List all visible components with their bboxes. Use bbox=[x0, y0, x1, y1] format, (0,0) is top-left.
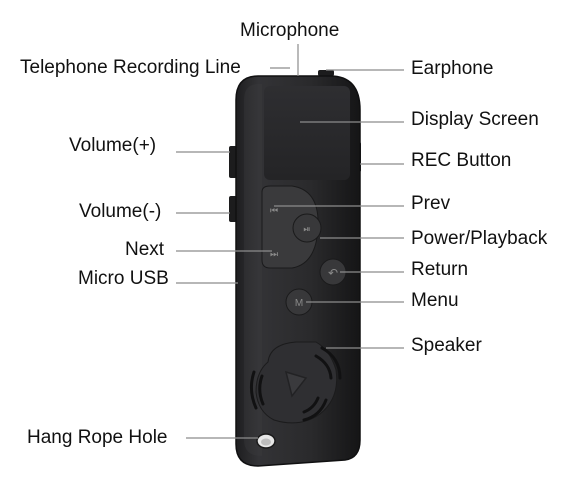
label-next: Next bbox=[125, 239, 165, 260]
label-rec-button: REC Button bbox=[411, 150, 512, 171]
body-highlight bbox=[244, 84, 262, 456]
play-pause-button[interactable] bbox=[292, 213, 322, 243]
label-menu: Menu bbox=[411, 290, 459, 311]
next-glyph: ⏭ bbox=[270, 250, 278, 260]
return-glyph: ↶ bbox=[328, 266, 338, 280]
speaker-grille bbox=[249, 341, 342, 424]
leader-lines bbox=[176, 44, 404, 439]
label-volume-down: Volume(-) bbox=[79, 201, 162, 222]
volume-up-side-button[interactable] bbox=[229, 146, 237, 178]
label-hang-rope-hole: Hang Rope Hole bbox=[27, 427, 168, 448]
play-pause-glyph: ⏯ bbox=[303, 225, 310, 235]
label-prev: Prev bbox=[411, 193, 451, 214]
label-microphone: Microphone bbox=[240, 20, 340, 41]
label-micro-usb: Micro USB bbox=[78, 268, 169, 289]
label-return: Return bbox=[411, 259, 469, 280]
label-telephone-recording-line: Telephone Recording Line bbox=[20, 57, 241, 78]
label-power-playback: Power/Playback bbox=[411, 228, 548, 249]
label-speaker: Speaker bbox=[411, 335, 482, 356]
display-screen bbox=[264, 86, 350, 180]
hang-rope-hole-inner bbox=[261, 438, 271, 446]
prev-glyph: ⏮ bbox=[270, 206, 278, 216]
top-port bbox=[318, 70, 334, 76]
label-volume-up: Volume(+) bbox=[69, 135, 157, 156]
volume-down-side-button[interactable] bbox=[229, 196, 237, 222]
label-display-screen: Display Screen bbox=[411, 109, 539, 130]
label-earphone: Earphone bbox=[411, 58, 494, 79]
menu-glyph: M bbox=[295, 298, 303, 309]
